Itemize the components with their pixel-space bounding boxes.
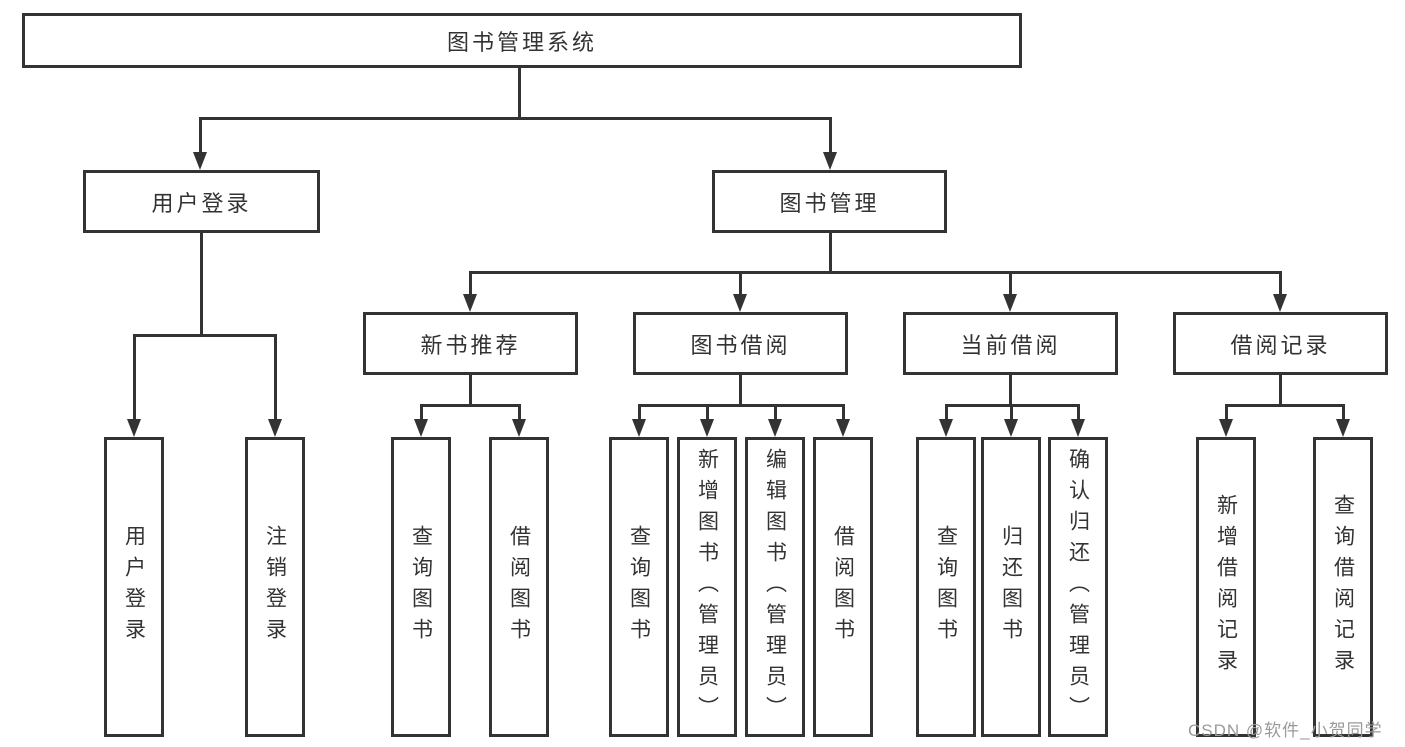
node-leaf-query-borrow-record-label: 查询借阅记录 [1331, 494, 1355, 680]
node-leaf-return-books-label: 归还图书 [999, 525, 1023, 649]
node-leaf-query-books-recommend-label: 查询图书 [409, 525, 433, 649]
node-leaf-user-login-label: 用户登录 [122, 525, 146, 649]
connector-line [1077, 404, 1080, 419]
node-leaf-borrow-books-label: 借阅图书 [831, 525, 855, 649]
arrow-down-icon [836, 419, 850, 437]
node-leaf-add-borrow-record-label: 新增借阅记录 [1214, 494, 1238, 680]
connector-line [829, 117, 832, 152]
arrow-down-icon [733, 294, 747, 312]
node-leaf-logout-label: 注销登录 [263, 525, 287, 649]
arrow-down-icon [193, 152, 207, 170]
node-leaf-query-borrow-record: 查询借阅记录 [1313, 437, 1373, 737]
node-leaf-query-books-borrow: 查询图书 [609, 437, 669, 737]
connector-line [1009, 375, 1012, 406]
connector-line [518, 404, 521, 419]
node-book-borrowing: 图书借阅 [633, 312, 848, 375]
node-new-book-recommend: 新书推荐 [363, 312, 578, 375]
node-leaf-add-book-admin-label: 新增图书（管理员） [695, 447, 719, 727]
arrow-down-icon [512, 419, 526, 437]
node-leaf-edit-book-admin: 编辑图书（管理员） [745, 437, 805, 737]
arrow-down-icon [700, 419, 714, 437]
node-leaf-borrow-books: 借阅图书 [813, 437, 873, 737]
arrow-down-icon [1273, 294, 1287, 312]
arrow-down-icon [823, 152, 837, 170]
arrow-down-icon [1004, 419, 1018, 437]
node-leaf-borrow-books-recommend-label: 借阅图书 [507, 525, 531, 649]
node-book-management-label: 图书管理 [779, 190, 880, 216]
node-leaf-confirm-return-admin-label: 确认归还（管理员） [1066, 447, 1090, 727]
arrow-down-icon [463, 294, 477, 312]
arrow-down-icon [414, 419, 428, 437]
connector-line [638, 404, 844, 407]
connector-line [706, 404, 709, 419]
connector-line [420, 404, 423, 419]
arrow-down-icon [1071, 419, 1085, 437]
connector-line [1010, 404, 1013, 419]
connector-line [133, 334, 277, 337]
arrow-down-icon [127, 419, 141, 437]
node-leaf-logout: 注销登录 [245, 437, 305, 737]
arrow-down-icon [939, 419, 953, 437]
arrow-down-icon [1219, 419, 1233, 437]
node-library-system-label: 图书管理系统 [446, 29, 597, 55]
connector-line [829, 233, 832, 273]
connector-line [199, 117, 202, 152]
node-leaf-query-books-current-label: 查询图书 [934, 525, 958, 649]
node-library-system: 图书管理系统 [22, 13, 1022, 68]
arrow-down-icon [268, 419, 282, 437]
connector-line [739, 375, 742, 406]
node-book-management: 图书管理 [712, 170, 947, 233]
node-user-login-label: 用户登录 [151, 190, 252, 216]
node-leaf-query-books-recommend: 查询图书 [391, 437, 451, 737]
connector-line [469, 271, 1282, 274]
node-leaf-query-books-borrow-label: 查询图书 [627, 525, 651, 649]
connector-line [842, 404, 845, 419]
connector-line [420, 404, 520, 407]
connector-line [1009, 271, 1012, 294]
node-leaf-edit-book-admin-label: 编辑图书（管理员） [763, 447, 787, 727]
connector-line [469, 271, 472, 294]
node-current-borrowing: 当前借阅 [903, 312, 1118, 375]
node-current-borrowing-label: 当前借阅 [960, 332, 1061, 358]
watermark-text: CSDN @软件_小贺同学 [1188, 721, 1383, 740]
connector-line [199, 117, 832, 120]
connector-line [945, 404, 948, 419]
node-borrow-records-label: 借阅记录 [1230, 332, 1331, 358]
connector-line [469, 375, 472, 406]
node-leaf-borrow-books-recommend: 借阅图书 [489, 437, 549, 737]
arrow-down-icon [768, 419, 782, 437]
connector-line [774, 404, 777, 419]
node-user-login: 用户登录 [83, 170, 320, 233]
connector-line [1225, 404, 1345, 407]
node-leaf-add-book-admin: 新增图书（管理员） [677, 437, 737, 737]
connector-line [1342, 404, 1345, 419]
connector-line [274, 334, 277, 419]
connector-line [133, 334, 136, 419]
connector-line [638, 404, 641, 419]
node-leaf-add-borrow-record: 新增借阅记录 [1196, 437, 1256, 737]
node-leaf-confirm-return-admin: 确认归还（管理员） [1048, 437, 1108, 737]
node-new-book-recommend-label: 新书推荐 [420, 332, 521, 358]
node-book-borrowing-label: 图书借阅 [690, 332, 791, 358]
node-leaf-query-books-current: 查询图书 [916, 437, 976, 737]
node-leaf-user-login: 用户登录 [104, 437, 164, 737]
arrow-down-icon [1003, 294, 1017, 312]
arrow-down-icon [632, 419, 646, 437]
connector-line [518, 68, 521, 118]
connector-line [1225, 404, 1228, 419]
arrow-down-icon [1336, 419, 1350, 437]
node-borrow-records: 借阅记录 [1173, 312, 1388, 375]
node-leaf-return-books: 归还图书 [981, 437, 1041, 737]
connector-line [1279, 375, 1282, 406]
connector-line [1279, 271, 1282, 294]
connector-line [739, 271, 742, 294]
connector-line [200, 233, 203, 336]
